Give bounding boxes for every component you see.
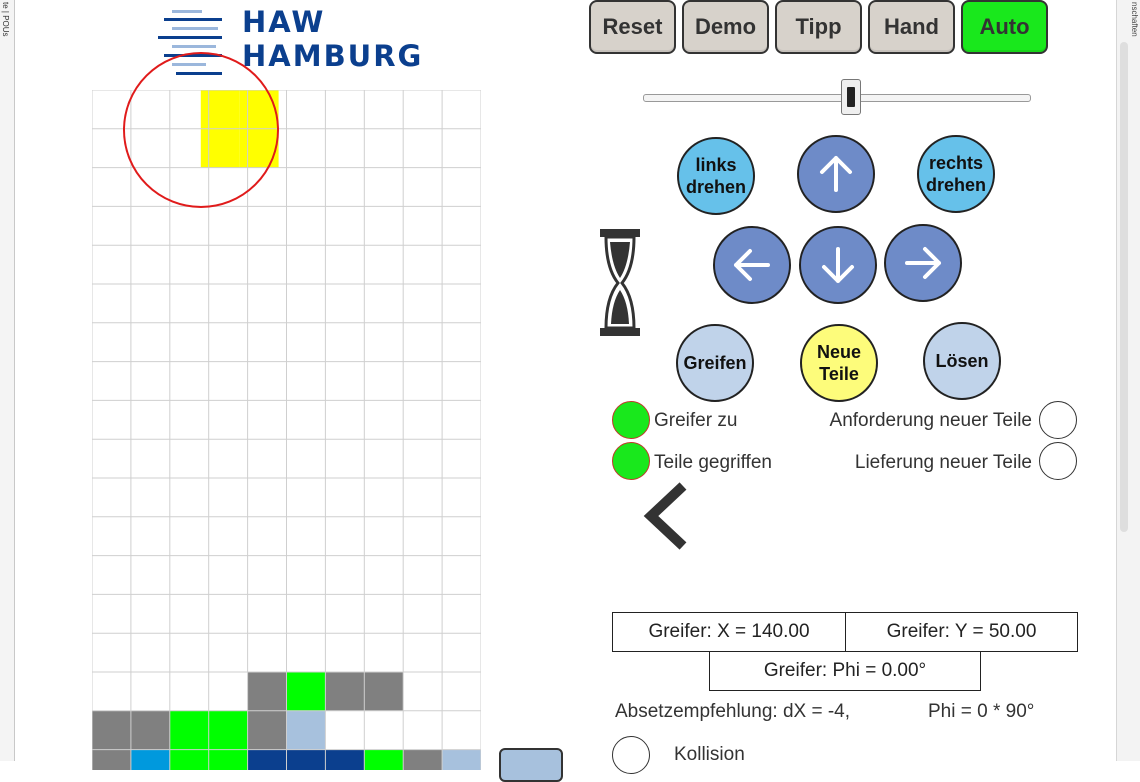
delivery-new-parts-label: Lieferung neuer Teile: [854, 452, 1032, 473]
new-parts-button[interactable]: Neue Teile: [800, 324, 878, 402]
board-cell-filled: [247, 672, 287, 711]
recommendation-phi: Phi = 0 * 90°: [928, 701, 1035, 722]
release-button[interactable]: Lösen: [923, 322, 1001, 400]
move-up-button[interactable]: [797, 135, 875, 213]
right-panel-text: nschaften: [1130, 2, 1139, 37]
board-grid: [92, 90, 481, 770]
logo-bar: [172, 27, 218, 30]
gripper-x-readout: Greifer: X = 140.00: [612, 612, 846, 652]
board-cell-filled: [208, 749, 248, 770]
new-parts-label: Neue Teile: [816, 342, 861, 384]
parts-gripped-label: Teile gegriffen: [654, 452, 772, 473]
recommendation-dx: Absetzempfehlung: dX = -4,: [615, 701, 851, 722]
logo-line-1: HAW: [242, 5, 326, 39]
vertical-scrollbar[interactable]: nschaften: [1116, 0, 1140, 761]
arrow-up-icon: [820, 156, 852, 192]
reset-button[interactable]: Reset: [589, 0, 676, 54]
collision-indicator: [612, 736, 650, 774]
board-cell-filled: [325, 749, 365, 770]
board-cell-filled: [130, 710, 170, 750]
board-cell-filled: [325, 672, 365, 711]
delivery-new-parts-indicator: [1039, 442, 1077, 480]
speed-slider-track[interactable]: [643, 94, 1031, 102]
logo-line-2: HAMBURG: [242, 39, 424, 73]
board-cell-filled: [442, 749, 481, 770]
rotate-right-button[interactable]: rechts drehen: [917, 135, 995, 213]
scrollbar-thumb[interactable]: [1120, 42, 1128, 532]
hourglass-icon: [600, 229, 640, 336]
board-cell-filled: [286, 672, 326, 711]
rotate-left-button[interactable]: links drehen: [677, 137, 755, 215]
board-cell-filled: [247, 749, 287, 770]
grab-button[interactable]: Greifen: [676, 324, 754, 402]
logo-bar: [164, 18, 222, 21]
move-left-button[interactable]: [713, 226, 791, 304]
board-cell-filled: [364, 749, 404, 770]
request-new-parts-indicator: [1039, 401, 1077, 439]
gripper-closed-label: Greifer zu: [654, 410, 738, 431]
left-panel-text: te | POUs: [1, 2, 10, 37]
toolbar: Reset Demo Tipp Hand Auto: [589, 0, 1049, 58]
rotate-right-label: rechts drehen: [926, 153, 987, 195]
logo-bar: [172, 45, 216, 48]
gripper-phi-readout: Greifer: Phi = 0.00°: [709, 651, 981, 691]
board-cell-filled: [247, 710, 287, 750]
logo-bar: [158, 36, 222, 39]
tetris-board: [92, 90, 481, 770]
move-right-button[interactable]: [884, 224, 962, 302]
arrow-right-icon: [905, 247, 941, 279]
rotate-left-label: links drehen: [686, 155, 747, 197]
board-cell-filled: [169, 710, 209, 750]
speed-slider-thumb[interactable]: [841, 79, 862, 115]
board-cell-filled: [286, 710, 326, 750]
collision-label: Kollision: [674, 744, 745, 765]
gripper-y-readout: Greifer: Y = 50.00: [845, 612, 1078, 652]
board-cell-filled: [403, 749, 443, 770]
request-new-parts-label: Anforderung neuer Teile: [829, 410, 1032, 431]
auto-button[interactable]: Auto: [961, 0, 1048, 54]
board-cell-filled: [92, 749, 131, 770]
demo-button[interactable]: Demo: [682, 0, 769, 54]
next-piece-preview: [499, 748, 563, 782]
board-cell-filled: [169, 749, 209, 770]
chevron-left-icon[interactable]: [643, 482, 689, 550]
move-down-button[interactable]: [799, 226, 877, 304]
haw-hamburg-logo: HAW HAMBURG: [158, 6, 428, 80]
board-cell-filled: [92, 710, 131, 750]
tipp-button[interactable]: Tipp: [775, 0, 862, 54]
active-piece-highlight: [123, 52, 279, 208]
board-cell-filled: [130, 749, 170, 770]
board-cell-filled: [286, 749, 326, 770]
board-cell-filled: [208, 710, 248, 750]
hand-button[interactable]: Hand: [868, 0, 955, 54]
board-cell-filled: [364, 672, 404, 711]
gripper-closed-indicator: [612, 401, 650, 439]
parts-gripped-indicator: [612, 442, 650, 480]
arrow-left-icon: [734, 249, 770, 281]
logo-bar: [172, 10, 202, 13]
browser-left-panel: te | POUs: [0, 0, 15, 761]
arrow-down-icon: [822, 247, 854, 283]
